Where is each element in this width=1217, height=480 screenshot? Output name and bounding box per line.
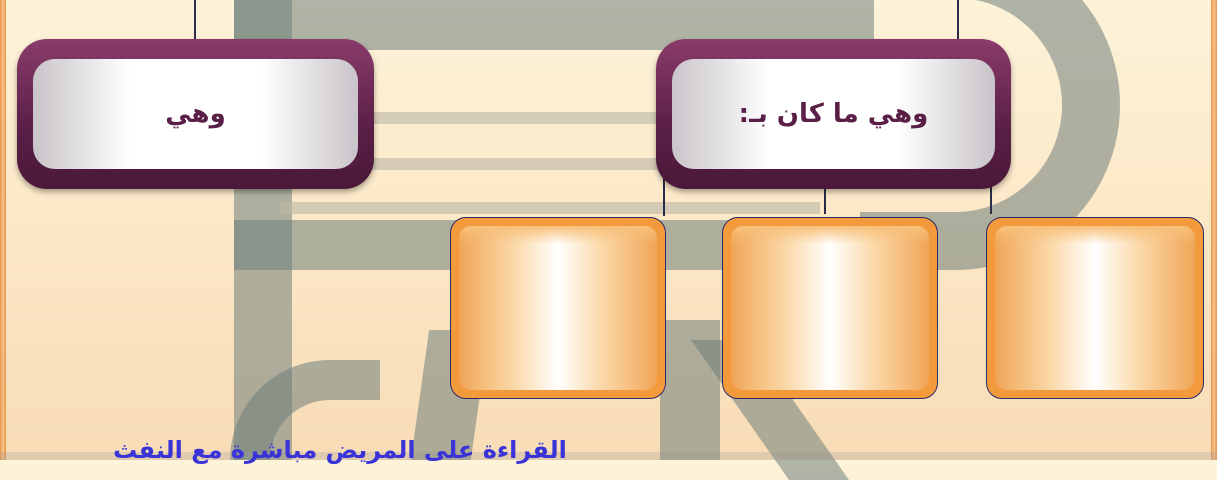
sub-box-1 [450, 217, 666, 399]
left-border [0, 0, 6, 460]
title-box-right-text: وهي ما كان بـ: [738, 99, 929, 129]
title-box-left-text: وهي [165, 99, 226, 129]
bottom-strip [0, 452, 1217, 460]
connector-right-top [957, 0, 959, 40]
title-box-right: وهي ما كان بـ: [656, 39, 1011, 189]
title-box-left: وهي [17, 39, 374, 189]
sub-box-2 [722, 217, 938, 399]
connector-sub-2 [824, 164, 826, 214]
connector-sub-1 [663, 164, 665, 216]
connector-left-top [194, 0, 196, 40]
sub-box-3 [986, 217, 1204, 399]
footer-text: القراءة على المريض مباشرة مع النفث [113, 436, 567, 464]
right-border [1211, 0, 1217, 460]
connector-sub-3 [990, 164, 992, 214]
